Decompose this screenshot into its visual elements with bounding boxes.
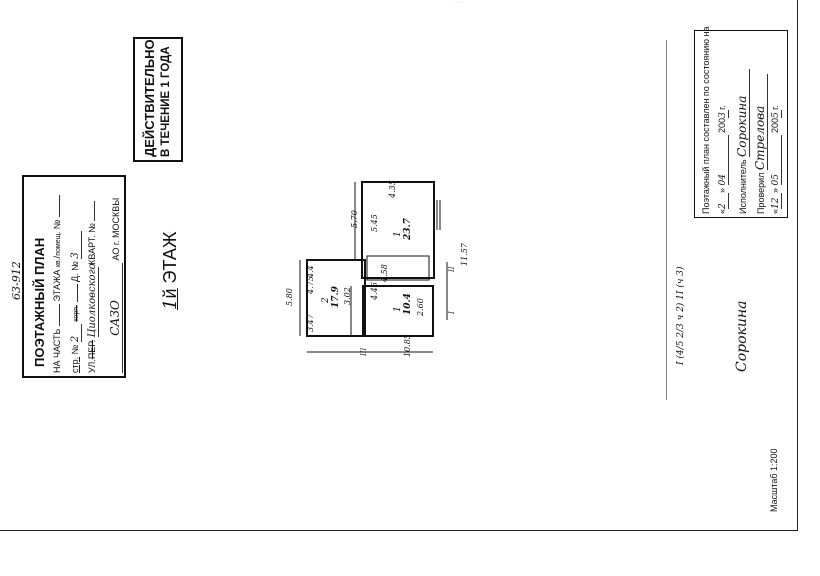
title-row-district: САЗО АО г. МОСКВЫ (108, 198, 123, 373)
floor-heading: 1й ЭТАЖ (160, 231, 181, 311)
side-formula: I (4/5 2/3 ч 2) 1I (ч 3) (676, 266, 686, 365)
mark-I: I (448, 311, 456, 314)
room-small-area: 10.4 (403, 293, 413, 315)
dim-435: 4.35 (388, 180, 397, 198)
dim-302: 3.02 (343, 287, 352, 305)
cert-executor-row: Исполнитель Сорокина (735, 68, 750, 214)
room-large-area: 23.7 (403, 218, 413, 240)
mark-II: II (448, 266, 456, 272)
room-left-outline (306, 259, 366, 337)
title-row-street: УЛ.ПЕР. Циолковского КВАРТ. № (87, 200, 99, 373)
plan-title: ПОЭТАЖНЫЙ ПЛАН (32, 237, 47, 367)
stamp-line-2: В ТЕЧЕНИЕ 1 ГОДА (160, 46, 172, 157)
certification-box: Поэтажный план составлен по состоянию на… (694, 26, 788, 218)
corridor-outline (366, 255, 430, 281)
title-row-building: стр. № 2 корп. Д. № 3 (70, 230, 82, 373)
scale-label: Масштаб 1:200 (769, 448, 779, 512)
side-signature: Сорокина (734, 300, 750, 372)
mark-III: III (360, 347, 368, 356)
dim-44: 4.4 (306, 265, 315, 278)
validity-stamp: ДЕЙСТВИТЕЛЬНО В ТЕЧЕНИЕ 1 ГОДА (133, 37, 183, 162)
frame-line-right (797, 0, 798, 530)
dim-475: 4.75 (306, 276, 315, 294)
cert-line-1: Поэтажный план составлен по состоянию на (701, 26, 711, 214)
floor-plan (299, 181, 448, 353)
room-large-outline (361, 181, 435, 279)
dim-580: 5.80 (285, 288, 294, 306)
room-small-outline (362, 285, 434, 337)
frame-line-inner (666, 40, 667, 400)
title-row-floor: НА ЧАСТЬ ЭТАЖА кв./помещ. № (52, 195, 62, 373)
title-box: ПОЭТАЖНЫЙ ПЛАН НА ЧАСТЬ ЭТАЖА кв./помещ.… (22, 175, 126, 378)
room-small-no: 1 (393, 306, 403, 312)
dim-570: 5.70 (350, 210, 359, 228)
cert-date-row: «2» 04 2003г. (717, 105, 729, 214)
dim-1157: 11.57 (460, 243, 469, 266)
dim-545: 5.45 (370, 214, 379, 232)
dim-347: 3.47 (306, 314, 315, 332)
dim-1085: 10.85 (403, 334, 412, 357)
frame-line-bottom (0, 530, 798, 531)
cert-checked-row: Проверил Стрелова (753, 74, 768, 214)
room-left-area: 17.9 (331, 286, 341, 308)
top-mark: · · · (455, 0, 465, 6)
cert-date2-row: «12» 05 2005г. (770, 105, 782, 214)
dim-260: 2.60 (416, 298, 425, 316)
room-large-no: 1 (393, 231, 403, 237)
ghost-text (215, 168, 235, 170)
room-left-no: 2 (321, 297, 331, 303)
dim-458: 4.58 (380, 264, 389, 282)
stamp-line-1: ДЕЙСТВИТЕЛЬНО (142, 39, 157, 157)
dim-446: 4.46 (370, 282, 379, 300)
